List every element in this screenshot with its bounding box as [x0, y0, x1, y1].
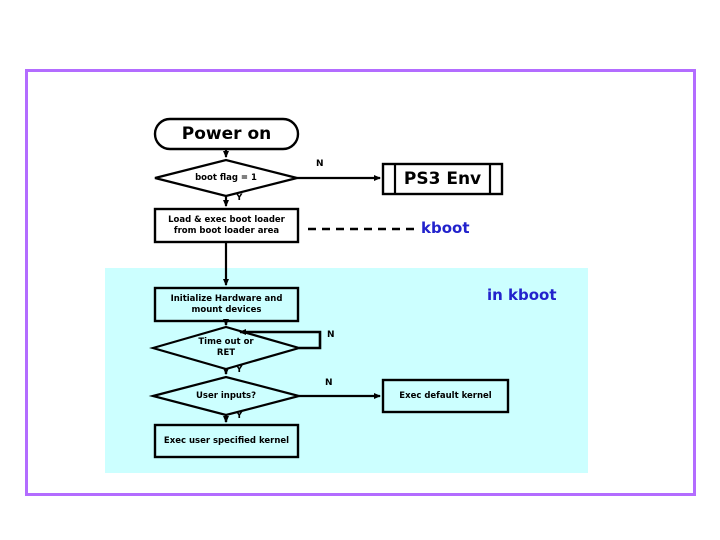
- node-shape-boot-flag[interactable]: [154, 158, 298, 198]
- node-shape-load-exec-boot-loader[interactable]: [153, 207, 300, 244]
- branch-label-boot-flag-no: N: [316, 159, 324, 169]
- annotation-in-kboot: in kboot: [487, 286, 557, 304]
- branch-label-boot-flag-yes: Y: [236, 193, 243, 203]
- node-shape-initialize-hardware[interactable]: [153, 286, 300, 323]
- annotation-kboot: kboot: [421, 219, 470, 237]
- node-shape-exec-user-specified-kernel[interactable]: [153, 423, 300, 459]
- node-shape-user-inputs[interactable]: [148, 375, 304, 417]
- branch-label-user-inputs-no: N: [325, 378, 333, 388]
- node-shape-ps3-env[interactable]: [381, 162, 504, 196]
- branch-label-timeout-yes: Y: [236, 365, 243, 375]
- slide-frame-border: [25, 69, 696, 496]
- edge-timeout-no-feedback-loop: [239, 329, 322, 350]
- node-shape-power-on[interactable]: [153, 117, 300, 151]
- branch-label-timeout-no: N: [327, 330, 335, 340]
- node-shape-exec-default-kernel[interactable]: [381, 378, 510, 414]
- branch-label-user-inputs-yes: Y: [236, 411, 243, 421]
